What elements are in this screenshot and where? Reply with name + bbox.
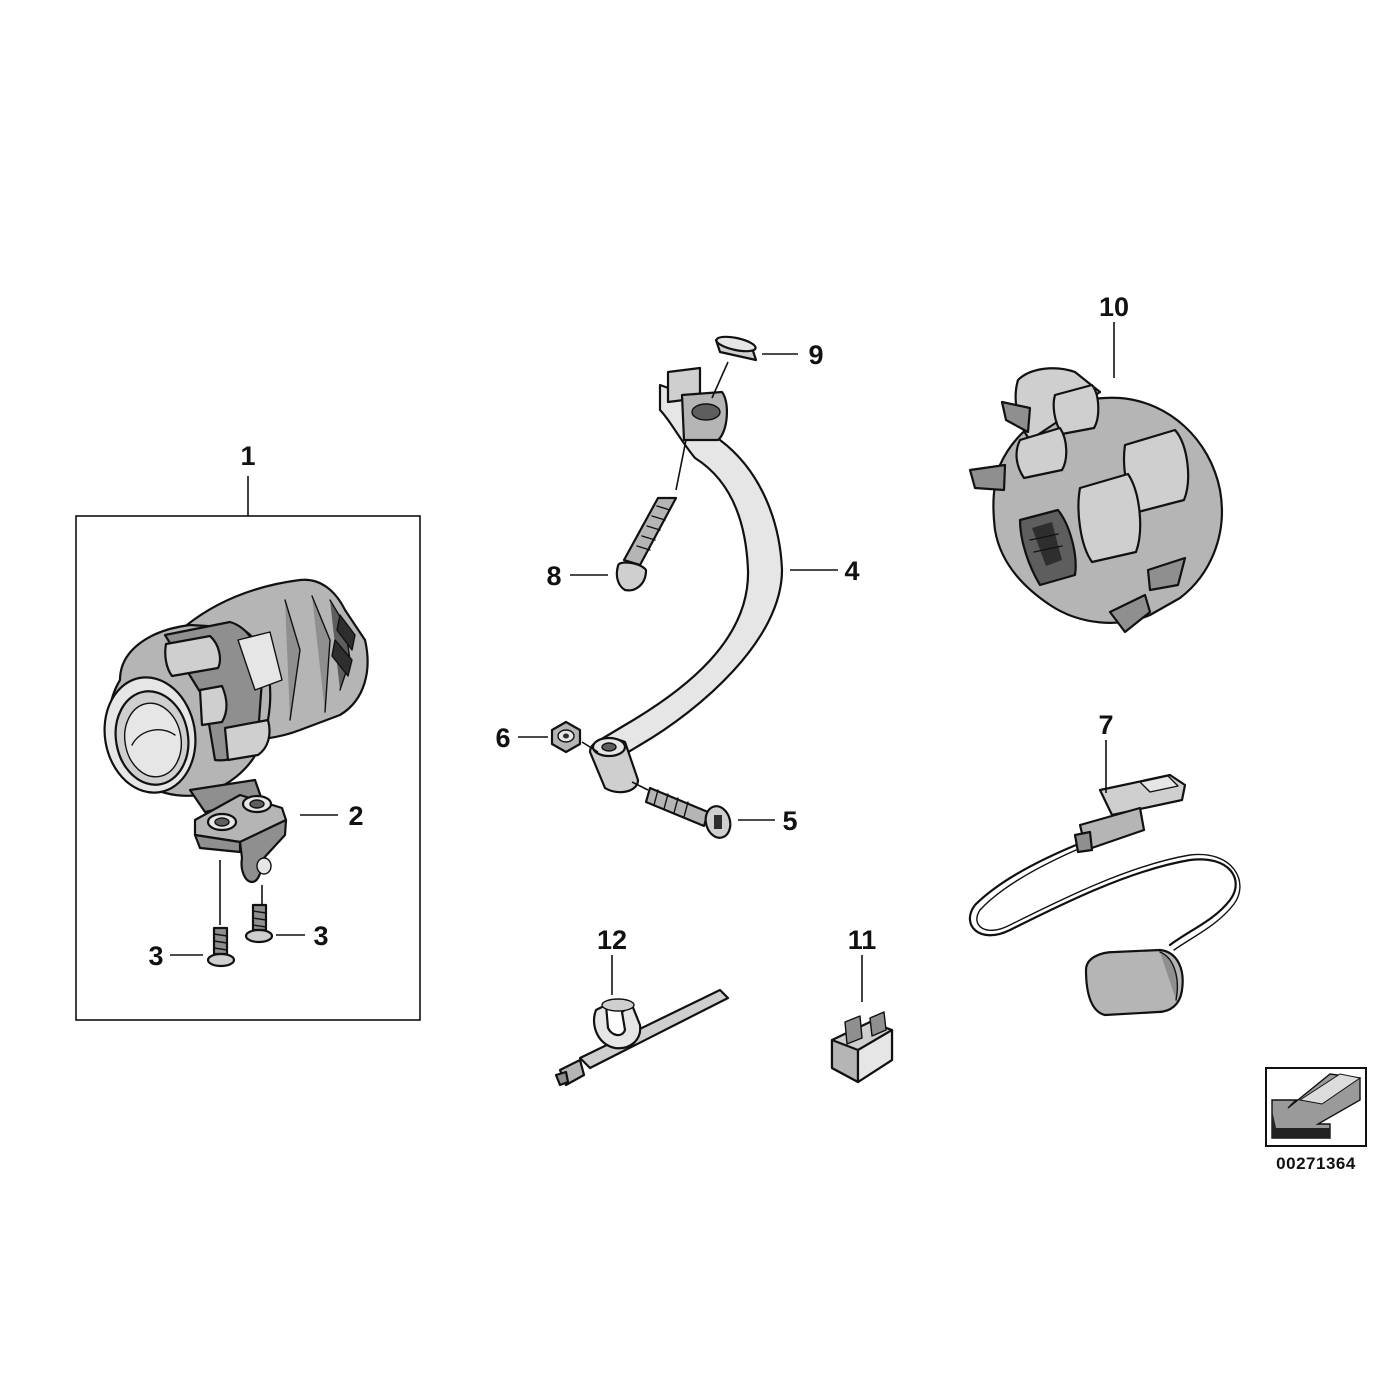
- auxiliary-headlight-drawing[interactable]: [96, 578, 369, 814]
- cable-tie-clip-drawing[interactable]: [554, 988, 730, 1087]
- callout-3a[interactable]: 3: [148, 941, 163, 971]
- callout-9[interactable]: 9: [808, 340, 823, 370]
- nut-axis: [581, 741, 599, 753]
- nut-drawing[interactable]: [550, 720, 582, 754]
- orientation-arrow-icon: [1265, 1067, 1367, 1147]
- callout-3b[interactable]: 3: [313, 921, 328, 951]
- bolt-lower-axis: [631, 781, 649, 791]
- mounting-arm-drawing[interactable]: [588, 366, 784, 794]
- callout-7[interactable]: 7: [1098, 710, 1113, 740]
- diagram-reference-number: 00271364: [1276, 1154, 1356, 1173]
- callout-5[interactable]: 5: [782, 806, 797, 836]
- callout-10[interactable]: 10: [1099, 292, 1129, 322]
- bolt-upper-axis: [675, 439, 687, 491]
- cable-connector-drawing[interactable]: [968, 773, 1241, 1017]
- callout-11[interactable]: 11: [848, 925, 877, 955]
- screw-right-drawing[interactable]: [244, 903, 274, 944]
- clip-drawing[interactable]: [830, 1011, 894, 1084]
- callout-6[interactable]: 6: [495, 723, 510, 753]
- bolt-lower-drawing[interactable]: [644, 786, 734, 841]
- callout-4[interactable]: 4: [844, 556, 859, 586]
- cap-drawing[interactable]: [714, 334, 758, 362]
- mounting-bracket-drawing[interactable]: [193, 793, 288, 884]
- callout-2[interactable]: 2: [348, 801, 363, 831]
- callout-8[interactable]: 8: [546, 561, 561, 591]
- callout-1[interactable]: 1: [240, 441, 255, 471]
- handlebar-switch-drawing[interactable]: [968, 367, 1223, 634]
- screw-left-drawing[interactable]: [206, 926, 236, 968]
- bolt-upper-drawing[interactable]: [615, 496, 678, 592]
- cap-axis: [711, 361, 729, 399]
- callout-12[interactable]: 12: [597, 925, 627, 955]
